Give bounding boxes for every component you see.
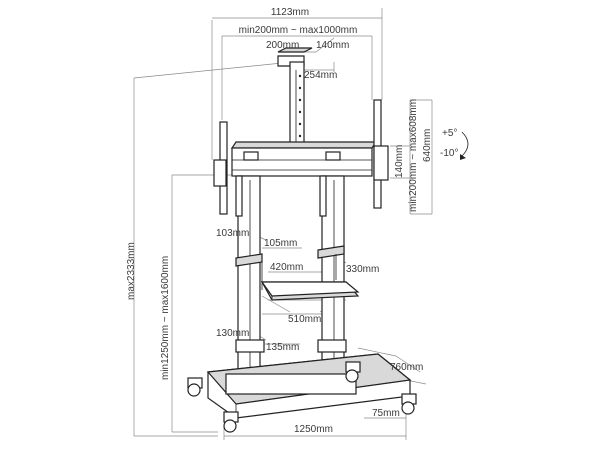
label-column-width: 200mm — [266, 40, 299, 51]
uprights — [235, 175, 345, 377]
label-shelf-depth: 330mm — [346, 264, 379, 275]
caster-back-right — [345, 361, 361, 383]
base — [187, 353, 417, 433]
label-bracket-height: 140mm — [394, 145, 405, 178]
label-lower-clamp-height: 130mm — [216, 328, 249, 339]
shelf-clamps — [235, 245, 345, 290]
shelf — [260, 281, 360, 301]
label-shelf-front: 510mm — [288, 314, 321, 325]
label-height-range: min1250mm ~ max1600mm — [160, 256, 171, 380]
dimension-lines — [133, 8, 433, 440]
label-caster-offset: 75mm — [372, 408, 400, 419]
label-tilt-down: -10° — [440, 148, 458, 159]
label-tilt-up: +5° — [442, 128, 457, 139]
label-base-width: 1250mm — [294, 424, 333, 435]
label-column-depth: 140mm — [316, 40, 349, 51]
mounting-bar — [213, 99, 389, 215]
label-vesa-range: min200mm ~ max1000mm — [239, 25, 358, 36]
caster-front-left — [223, 411, 239, 433]
label-overall-width: 1123mm — [271, 7, 309, 18]
label-shelf-width: 420mm — [270, 262, 303, 273]
label-shelf-clamp-width: 105mm — [264, 238, 297, 249]
label-shelf-clamp-height: 103mm — [216, 228, 249, 239]
label-base-depth: 760mm — [390, 362, 423, 373]
label-column-offset: 254mm — [304, 70, 337, 81]
label-bracket-length: 640mm — [422, 129, 433, 162]
caster-front-right — [401, 393, 417, 415]
caster-left — [187, 377, 203, 397]
top-column — [277, 47, 313, 153]
label-lower-clamp-width: 135mm — [266, 342, 299, 353]
lower-clamps — [235, 339, 347, 353]
label-vesa-vertical: min200mm ~ max608mm — [408, 99, 419, 212]
tilt-arrowhead-icon — [460, 154, 466, 160]
label-total-height: max2333mm — [126, 242, 137, 300]
tilt-arrow-icon — [461, 131, 469, 157]
